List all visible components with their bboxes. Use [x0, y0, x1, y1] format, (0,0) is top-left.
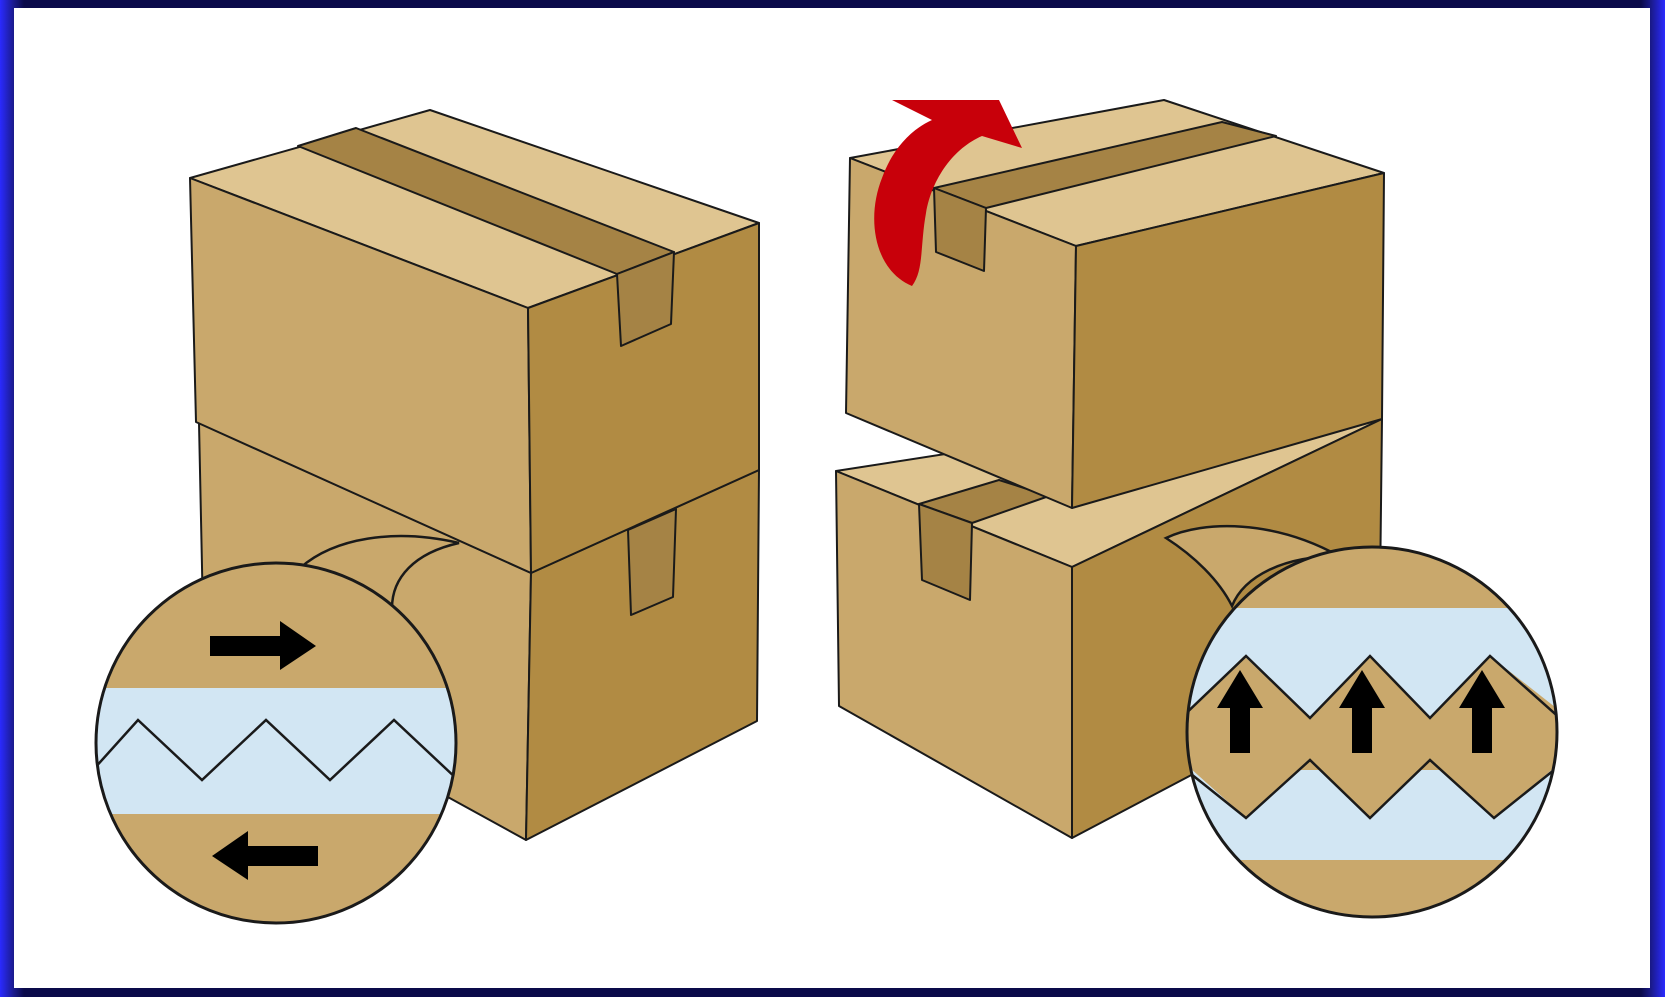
right-callout-tail [1163, 524, 1344, 610]
arrow-left [212, 831, 318, 880]
left-tape-film [96, 688, 456, 814]
left-callout [94, 534, 460, 925]
arrow-up [1339, 670, 1385, 753]
right-bottom-box-tape [918, 503, 973, 601]
arrow-up [1459, 670, 1505, 753]
curved-red-arrow [874, 100, 1022, 286]
right-callout [1163, 524, 1559, 919]
left-zigzag-tear [96, 718, 456, 782]
illustration [94, 99, 1559, 925]
right-top-box-side [1071, 172, 1385, 509]
left-bottom-box-tape [627, 508, 677, 616]
left-top-box [189, 109, 760, 574]
right-zigzag-upper [1187, 654, 1557, 721]
left-top-box-side [527, 222, 760, 574]
right-cardboard-zigzag-upper [1187, 656, 1557, 768]
right-cardboard-zigzag-lower [1187, 748, 1557, 818]
left-top-box-tape-flap [616, 251, 675, 347]
arrow-right [210, 621, 316, 670]
illustration-canvas [14, 8, 1650, 988]
arrow-up [1217, 670, 1263, 753]
right-top-box-tape-flap [933, 187, 987, 272]
right-zigzag-lower [1187, 758, 1555, 820]
right-callout-outline [1185, 545, 1559, 919]
left-callout-outline [94, 561, 458, 925]
